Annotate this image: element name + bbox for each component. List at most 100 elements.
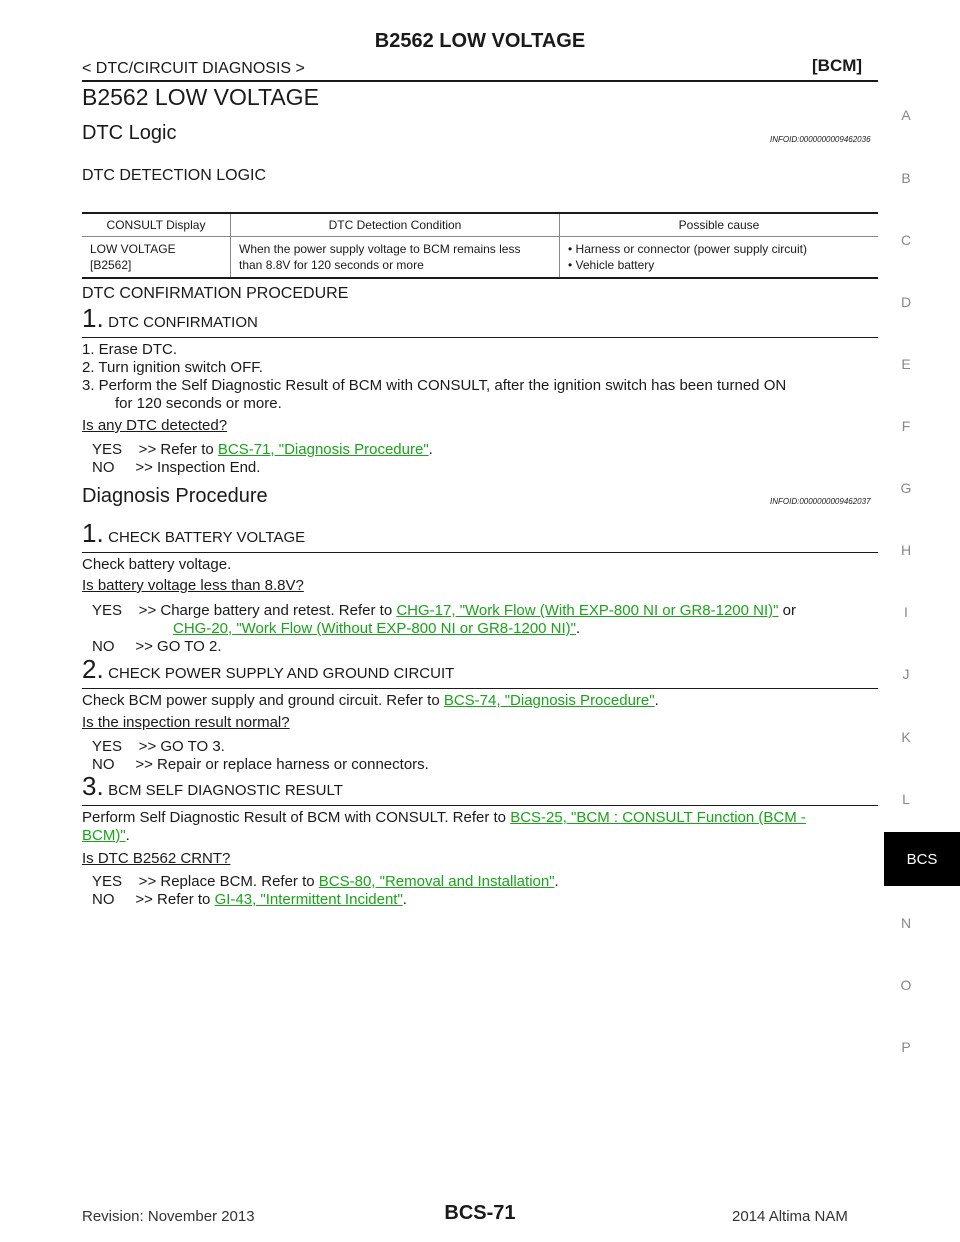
no-answer: NO >> Repair or replace harness or conne… bbox=[92, 756, 429, 773]
dtc-table: CONSULT Display DTC Detection Condition … bbox=[82, 212, 878, 279]
index-tab-j[interactable]: J bbox=[902, 666, 910, 682]
index-tab-p[interactable]: P bbox=[901, 1039, 911, 1055]
cell-text: LOW VOLTAGE bbox=[90, 242, 176, 256]
page-title: B2562 LOW VOLTAGE bbox=[82, 84, 319, 110]
answer-text: . bbox=[428, 441, 433, 458]
step-text-part: . bbox=[654, 692, 659, 709]
step-heading: 2. CHECK POWER SUPPLY AND GROUND CIRCUIT bbox=[82, 654, 454, 685]
step-title: DTC CONFIRMATION bbox=[108, 314, 258, 331]
index-tab-e[interactable]: E bbox=[901, 356, 911, 372]
index-tab-l[interactable]: L bbox=[902, 791, 910, 807]
index-tab-f[interactable]: F bbox=[901, 418, 911, 434]
cell-text: • Harness or connector (power supply cir… bbox=[568, 242, 807, 256]
link-gi-43[interactable]: GI-43, "Intermittent Incident" bbox=[214, 891, 403, 908]
yes-answer-continued: CHG-20, "Work Flow (Without EXP-800 NI o… bbox=[173, 620, 580, 637]
step-number: 1. bbox=[82, 303, 104, 333]
answer-text: or bbox=[778, 602, 796, 619]
breadcrumb: < DTC/CIRCUIT DIAGNOSIS > bbox=[82, 60, 305, 77]
link-bcs-71[interactable]: BCS-71, "Diagnosis Procedure" bbox=[217, 441, 429, 458]
answer-text: . bbox=[576, 620, 581, 637]
answer-text: . bbox=[402, 891, 407, 908]
diagnosis-heading: Diagnosis Procedure bbox=[82, 485, 268, 507]
yes-answer: YES >> Refer to BCS-71, "Diagnosis Proce… bbox=[92, 441, 433, 458]
step-text: Check battery voltage. bbox=[82, 556, 232, 573]
dtc-detection-heading: DTC DETECTION LOGIC bbox=[82, 167, 267, 184]
answer-text: YES >> Replace BCM. Refer to bbox=[92, 873, 319, 890]
section-tag: [BCM] bbox=[812, 56, 863, 75]
cell-text: • Vehicle battery bbox=[568, 258, 655, 272]
answer-text: NO >> Refer to bbox=[92, 891, 215, 908]
revision-date: Revision: November 2013 bbox=[82, 1208, 255, 1225]
step-number: 2. bbox=[82, 654, 104, 684]
answer-text: . bbox=[554, 873, 559, 890]
index-tab-a[interactable]: A bbox=[901, 107, 911, 123]
infoid-dtc-logic: INFOID:0000000009462036 bbox=[770, 135, 871, 144]
cell-text: than 8.8V for 120 seconds or more bbox=[239, 258, 424, 272]
list-item: 3. Perform the Self Diagnostic Result of… bbox=[82, 377, 787, 394]
infoid-diagnosis: INFOID:0000000009462037 bbox=[770, 497, 871, 506]
question: Is DTC B2562 CRNT? bbox=[82, 850, 231, 867]
link-bcs-80[interactable]: BCS-80, "Removal and Installation" bbox=[318, 873, 555, 890]
question: Is any DTC detected? bbox=[82, 417, 228, 434]
list-item: for 120 seconds or more. bbox=[115, 395, 282, 412]
cell-condition: When the power supply voltage to BCM rem… bbox=[230, 236, 560, 279]
link-chg-17[interactable]: CHG-17, "Work Flow (With EXP-800 NI or G… bbox=[396, 602, 779, 619]
index-tab-o[interactable]: O bbox=[900, 977, 912, 993]
step-divider bbox=[82, 337, 878, 338]
step-divider bbox=[82, 552, 878, 553]
step-heading: 3. BCM SELF DIAGNOSTIC RESULT bbox=[82, 771, 343, 802]
dtc-logic-heading: DTC Logic bbox=[82, 122, 177, 144]
index-tab-h[interactable]: H bbox=[900, 542, 912, 558]
link-bcs-74[interactable]: BCS-74, "Diagnosis Procedure" bbox=[443, 692, 655, 709]
step-divider bbox=[82, 688, 878, 689]
header-divider bbox=[82, 80, 878, 82]
index-tab-n[interactable]: N bbox=[900, 915, 912, 931]
column-header: CONSULT Display bbox=[82, 212, 231, 237]
no-answer: NO >> GO TO 2. bbox=[92, 638, 222, 655]
link-chg-20[interactable]: CHG-20, "Work Flow (Without EXP-800 NI o… bbox=[173, 620, 576, 637]
answer-text: YES >> Refer to bbox=[92, 441, 218, 458]
cell-consult-display: LOW VOLTAGE [B2562] bbox=[82, 236, 231, 279]
step-text-part: . bbox=[125, 827, 130, 844]
step-number: 3. bbox=[82, 771, 104, 801]
answer-text: YES >> Charge battery and retest. Refer … bbox=[92, 602, 397, 619]
column-header: DTC Detection Condition bbox=[230, 212, 560, 237]
yes-answer: YES >> GO TO 3. bbox=[92, 738, 225, 755]
step-title: BCM SELF DIAGNOSTIC RESULT bbox=[108, 782, 343, 799]
cell-text: [B2562] bbox=[90, 258, 132, 272]
step-title: CHECK BATTERY VOLTAGE bbox=[108, 529, 306, 546]
link-bcs-25[interactable]: BCS-25, "BCM : CONSULT Function (BCM - bbox=[510, 809, 806, 826]
step-title: CHECK POWER SUPPLY AND GROUND CIRCUIT bbox=[108, 665, 455, 682]
step-divider bbox=[82, 805, 878, 806]
page-number: BCS-71 bbox=[444, 1202, 516, 1224]
index-tab-b[interactable]: B bbox=[901, 170, 911, 186]
yes-answer: YES >> Replace BCM. Refer to BCS-80, "Re… bbox=[92, 873, 559, 890]
question: Is the inspection result normal? bbox=[82, 714, 290, 731]
dtc-confirmation-heading: DTC CONFIRMATION PROCEDURE bbox=[82, 285, 349, 302]
table-row: LOW VOLTAGE [B2562] When the power suppl… bbox=[82, 236, 878, 279]
step-heading: 1. DTC CONFIRMATION bbox=[82, 303, 258, 334]
question: Is battery voltage less than 8.8V? bbox=[82, 577, 304, 594]
index-tab-d[interactable]: D bbox=[900, 294, 912, 310]
no-answer: NO >> Refer to GI-43, "Intermittent Inci… bbox=[92, 891, 407, 908]
header-title: B2562 LOW VOLTAGE bbox=[374, 30, 586, 52]
index-tab-bcs-active[interactable]: BCS bbox=[884, 832, 960, 886]
link-bcs-25-continued[interactable]: BCM)" bbox=[82, 827, 126, 844]
cell-possible-cause: • Harness or connector (power supply cir… bbox=[559, 236, 878, 279]
step-text-part: Perform Self Diagnostic Result of BCM wi… bbox=[82, 809, 511, 826]
cell-text: When the power supply voltage to BCM rem… bbox=[239, 242, 521, 256]
index-tab-k[interactable]: K bbox=[901, 729, 911, 745]
yes-answer: YES >> Charge battery and retest. Refer … bbox=[92, 602, 796, 619]
step-heading: 1. CHECK BATTERY VOLTAGE bbox=[82, 518, 305, 549]
index-tab-g[interactable]: G bbox=[900, 480, 912, 496]
step-text: Check BCM power supply and ground circui… bbox=[82, 692, 659, 709]
list-item: 2. Turn ignition switch OFF. bbox=[82, 359, 263, 376]
column-header: Possible cause bbox=[559, 212, 878, 237]
model-year: 2014 Altima NAM bbox=[732, 1208, 848, 1225]
step-text-part: Check BCM power supply and ground circui… bbox=[82, 692, 444, 709]
step-text: Perform Self Diagnostic Result of BCM wi… bbox=[82, 809, 806, 826]
index-tab-c[interactable]: C bbox=[900, 232, 912, 248]
step-text-continued: BCM)". bbox=[82, 827, 130, 844]
table-header-row: CONSULT Display DTC Detection Condition … bbox=[82, 212, 878, 237]
index-tab-i[interactable]: I bbox=[904, 604, 908, 620]
